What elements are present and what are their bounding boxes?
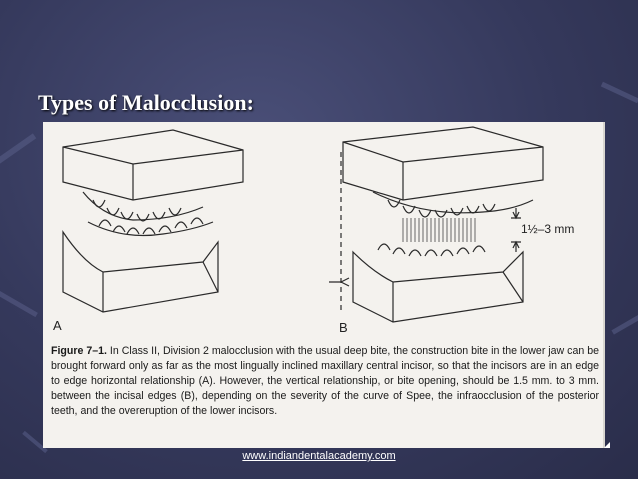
corner-arrow-icon bbox=[604, 442, 610, 448]
dental-models-illustration bbox=[62, 126, 544, 323]
figure-scan: A B 1½–3 mm Figure 7–1. In Class II, Div… bbox=[43, 122, 605, 448]
decor-stripe bbox=[611, 310, 638, 335]
decor-stripe bbox=[0, 287, 38, 318]
figure-label-b: B bbox=[339, 320, 348, 335]
figure-caption: Figure 7–1. In Class II, Division 2 malo… bbox=[51, 344, 599, 419]
slide-title: Types of Malocclusion: bbox=[38, 90, 254, 115]
measurement-label: 1½–3 mm bbox=[521, 222, 575, 236]
decor-stripe bbox=[600, 81, 638, 104]
figure-label-a: A bbox=[53, 318, 62, 333]
decor-stripe bbox=[0, 133, 37, 173]
caption-figure-number: Figure 7–1. bbox=[51, 345, 107, 357]
footer-website-link[interactable]: www.indiandentalacademy.com bbox=[242, 450, 396, 462]
caption-body: In Class II, Division 2 malocclusion wit… bbox=[51, 345, 599, 417]
